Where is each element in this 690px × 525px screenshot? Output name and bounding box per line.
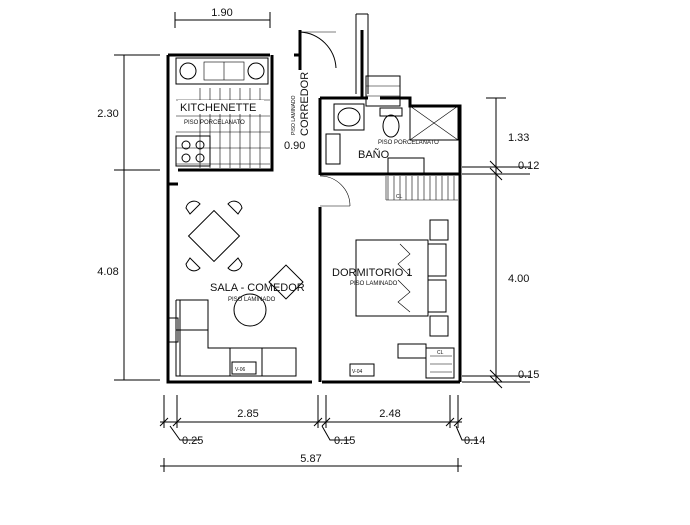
bathroom-fixtures [325,75,459,201]
walls [166,30,462,384]
dim-bottom-wall-right: 0.14 [464,435,485,447]
closet-bedroom-tag: CL [437,350,444,356]
dim-right-bedroom: 4.00 [508,273,529,285]
dim-right-bath: 1.33 [508,132,529,144]
dormitorio-floor: PISO LAMINADO [350,281,398,287]
corredor-label: CORREDOR [299,72,311,136]
living-furniture [167,264,304,377]
bano-label: BAÑO [358,148,390,161]
dim-bottom-total: 5.87 [300,453,321,465]
kitchenette-floor: PISO PORCELANATO [184,120,245,126]
dim-top-width: 1.90 [211,7,232,19]
corredor-floor: PISO LAMINADO [291,95,297,135]
kitchenette-fixtures [175,57,270,168]
kitchenette-label: KITCHENETTE [180,102,256,114]
dining-set [185,200,243,272]
bano-floor: PISO PORCELANATO [378,140,439,146]
dim-bottom-living: 2.85 [237,408,258,420]
sala-label: SALA - COMEDOR [210,282,305,294]
dimension-lines [114,12,530,472]
sala-floor: PISO LAMINADO [228,297,276,303]
window-bedroom-tag: V-04 [352,369,363,375]
dim-left-upper: 2.30 [97,108,118,120]
dim-bottom-wall-mid: 0.15 [334,435,355,447]
dim-corridor-width: 0.90 [284,140,305,152]
closet-bath-tag: CL [396,194,403,200]
doors [299,13,369,207]
dim-bottom-bedroom: 2.48 [379,408,400,420]
dim-right-gap: 0.12 [518,160,539,172]
bedroom-furniture [349,219,455,379]
window-living-tag: V-06 [235,367,246,373]
dim-right-bottom: 0.15 [518,369,539,381]
dormitorio-label: DORMITORIO 1 [332,267,412,279]
dim-bottom-wall-left: 0.25 [182,435,203,447]
dim-left-lower: 4.08 [97,266,118,278]
